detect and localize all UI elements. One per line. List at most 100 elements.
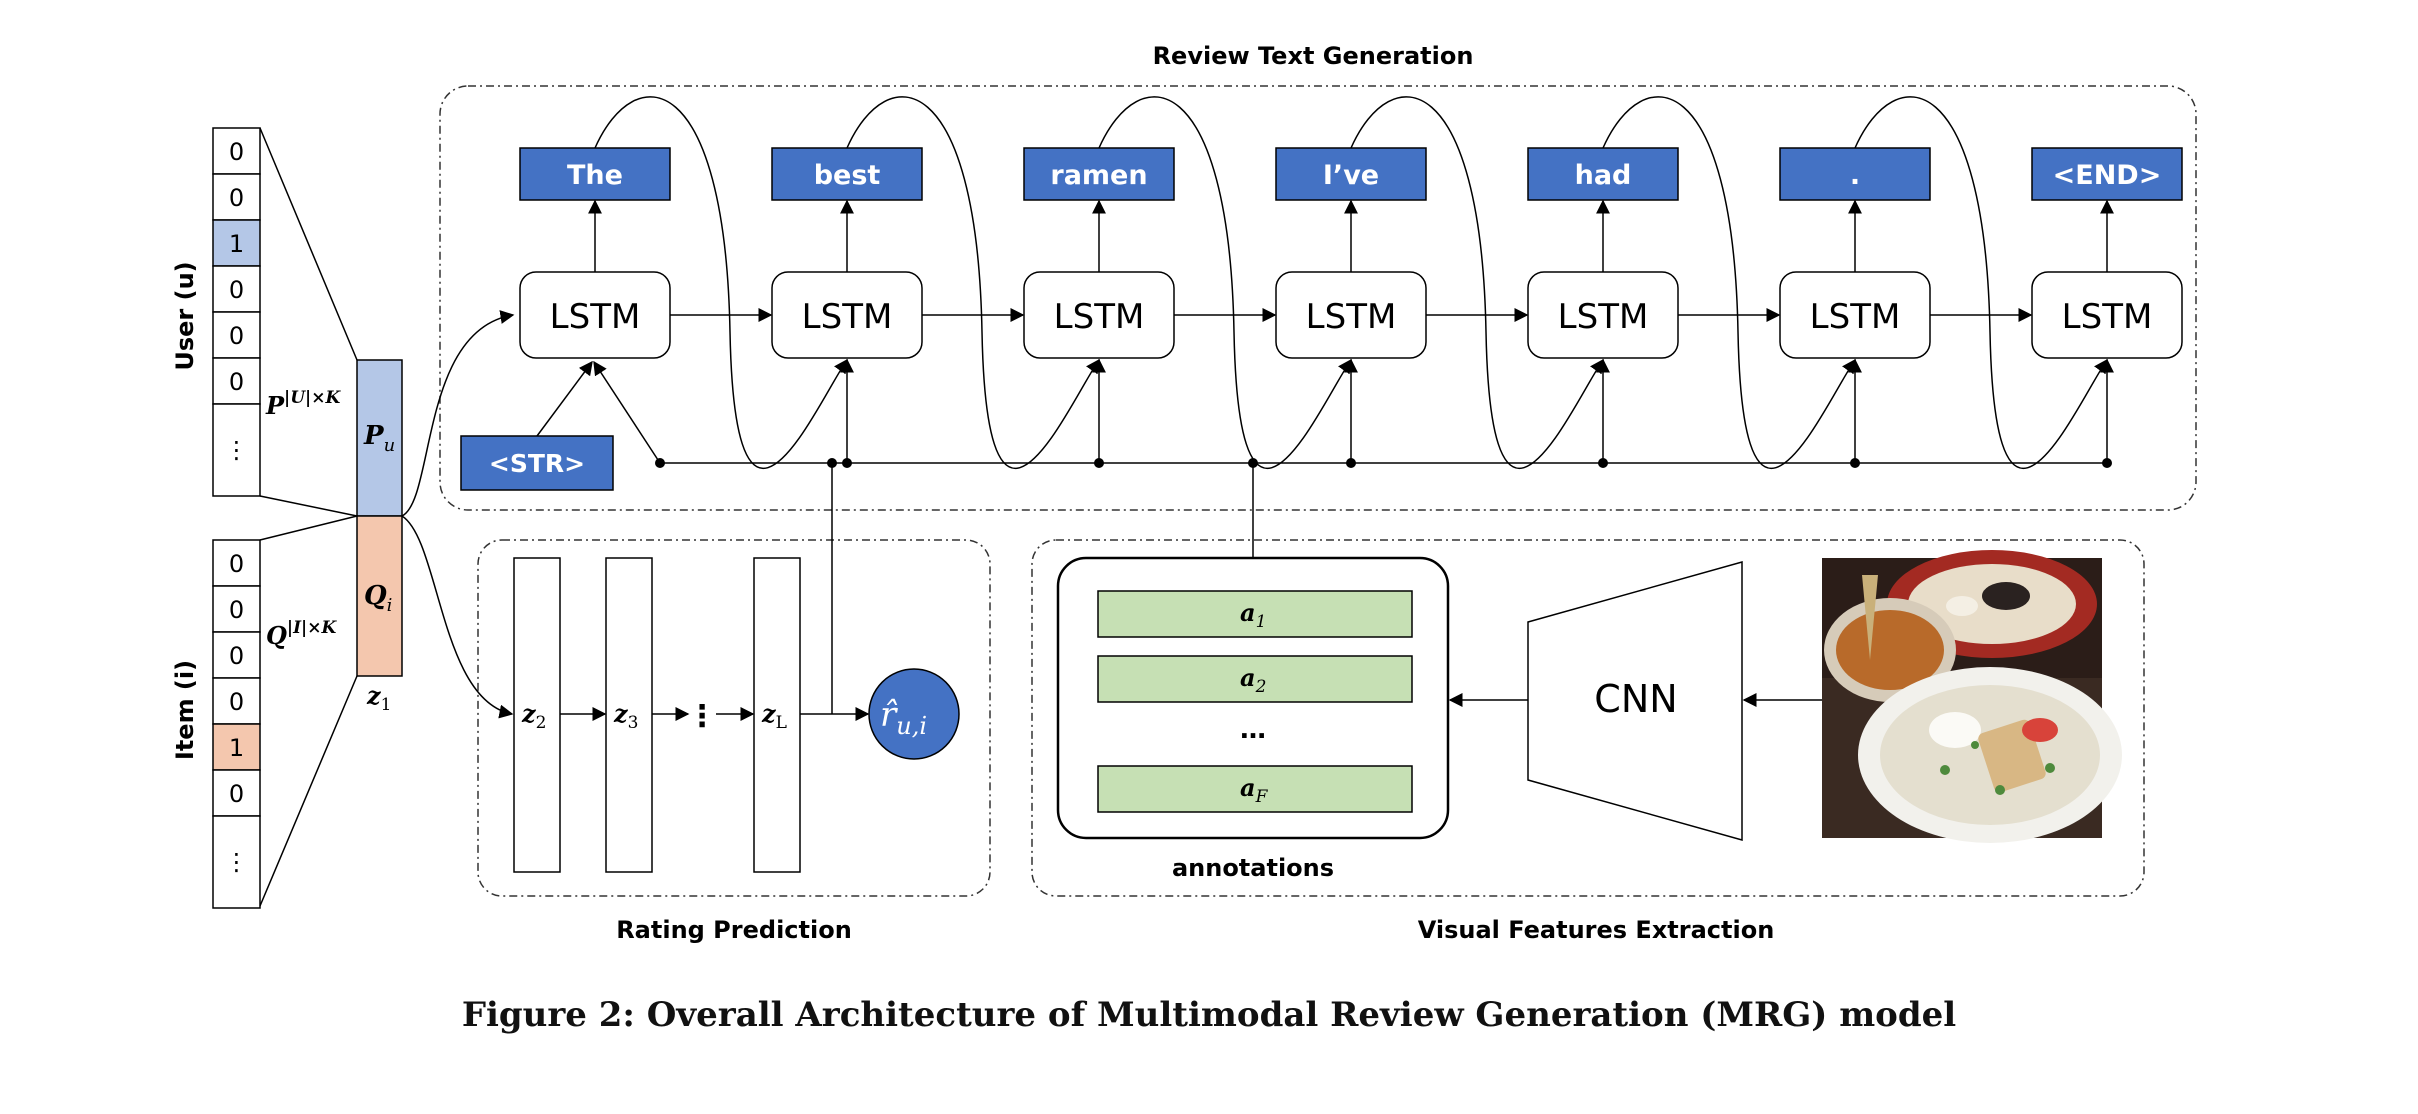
word-feedback-curve [1098,96,1352,470]
annotations-label: annotations [1172,854,1334,882]
word-label: The [567,160,623,191]
word-box [1527,147,1679,201]
lstm-label: LSTM [550,297,641,337]
user-cell-value: 1 [229,230,244,258]
hidden-layer-label: z3 [613,699,638,733]
user-cell-value: 0 [229,368,244,396]
item-embedding-label: Qi [364,581,392,616]
word-label: I’ve [1323,160,1379,191]
rating-circle [868,668,960,760]
junction-dot [842,458,852,468]
word-box [1779,147,1931,201]
figure-caption: Figure 2: Overall Architecture of Multim… [461,995,1957,1035]
item-cell-value: 0 [229,780,244,808]
lstm-label: LSTM [1810,297,1901,337]
junction-dot [1598,458,1608,468]
visual-features-region [1031,539,2145,897]
item-matrix-label: Q|I|×K [266,618,337,650]
embedding-to-mlp-curve [401,515,514,719]
word-box [2031,147,2183,201]
section-title-rating-prediction: Rating Prediction [616,916,852,944]
user-projection-line [259,495,358,517]
item-projection-line [259,675,358,907]
user-cell [212,403,261,497]
user-cell [212,357,261,405]
start-token-label: <STR> [489,449,585,478]
rating-mlp: z2 z3 zL ⋮ [513,463,870,873]
lstm-label: LSTM [802,297,893,337]
lstm-label: LSTM [2062,297,2153,337]
hidden-layer [753,557,801,873]
user-one-hot-vector: 0 0 1 0 0 0 ⋮ [212,127,261,497]
annotation-label: a2 [1240,663,1266,697]
word-label: had [1575,160,1632,191]
item-cell [212,539,261,587]
item-cell-value: 0 [229,550,244,578]
item-cell-value: 0 [229,688,244,716]
layer-ellipsis: ⋮ [687,699,717,734]
item-cell [212,815,261,909]
hidden-layer [605,557,653,873]
lstm-label: LSTM [1558,297,1649,337]
annotation-list: a1 a2 … aF [1097,590,1413,813]
user-cell-value: 0 [229,138,244,166]
item-cell [212,769,261,817]
user-embedding-block [356,359,403,517]
word-feedback-curve [846,96,1100,470]
user-cell-value: ⋮ [225,436,249,464]
start-token-box [460,435,614,491]
hidden-layer [513,557,561,873]
hidden-layer-label: z2 [521,699,546,733]
annotation-ellipsis: … [1240,715,1266,745]
annotation-label: a1 [1240,598,1266,632]
user-cell-value: 0 [229,322,244,350]
user-axis-label: User (u) [171,261,199,370]
hidden-layer-label: zL [761,699,787,733]
item-axis-label: Item (i) [171,660,199,760]
annotation-label: aF [1240,773,1269,807]
item-cell-value: 0 [229,596,244,624]
annotation-vector [1097,590,1413,638]
item-cell-value: 0 [229,642,244,670]
word-box [771,147,923,201]
user-cell-value: 0 [229,276,244,304]
rating-label: r̂u,i [880,695,927,740]
item-cell [212,677,261,725]
word-label: <END> [2053,160,2162,191]
user-embedding-label: Pu [363,421,395,456]
annotation-vector [1097,765,1413,813]
user-cell [212,219,261,267]
embedding-to-lstm-curve [401,310,515,517]
word-feedback-curve [594,96,848,470]
item-embedding-block [356,515,403,677]
ramen-photo [1822,550,2122,843]
cnn-label: CNN [1594,677,1677,721]
user-matrix-label: P|U|×K [265,388,341,420]
word-box [1275,147,1427,201]
lstm-label: LSTM [1306,297,1397,337]
junction-dot [1094,458,1104,468]
rating-prediction-region [477,539,991,897]
word-label: . [1850,160,1860,191]
junction-dot [2102,458,2112,468]
item-cell-value: 1 [229,734,244,762]
word-label: best [814,160,881,191]
user-cell [212,127,261,175]
item-cell-value: ⋮ [225,848,249,876]
cnn-trapezoid [1527,561,1743,841]
section-title-visual-features-extraction: Visual Features Extraction [1418,916,1775,944]
word-label: ramen [1050,160,1147,191]
item-cell [212,585,261,633]
context-to-first-lstm-arrow [593,360,661,464]
junction-dot [1850,458,1860,468]
user-cell-value: 0 [229,184,244,212]
section-title-review-text-generation: Review Text Generation [1153,42,1474,70]
user-projection-line [259,127,358,361]
annotation-vector [1097,655,1413,703]
word-feedback-curve [1602,96,1856,470]
lstm-label: LSTM [1054,297,1145,337]
word-feedback-curve [1350,96,1604,470]
junction-dot [1346,458,1356,468]
